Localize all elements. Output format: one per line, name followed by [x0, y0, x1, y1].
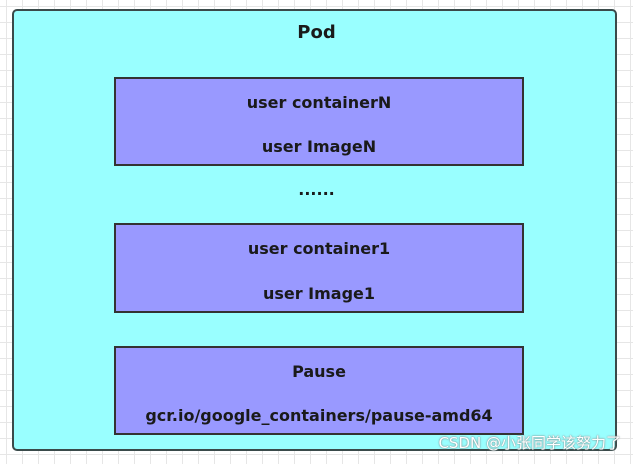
- user-container-n-box: user containerN user ImageN: [114, 77, 524, 166]
- user-container-1-box: user container1 user Image1: [114, 223, 524, 313]
- user-container-n-image: user ImageN: [261, 137, 377, 156]
- user-container-1-name: user container1: [247, 239, 391, 258]
- pause-container-name: Pause: [292, 362, 346, 381]
- pause-container-image: gcr.io/google_containers/pause-amd64: [145, 406, 493, 425]
- watermark: CSDN @小张同学该努力了: [438, 434, 621, 452]
- user-container-n-name: user containerN: [246, 93, 392, 112]
- user-container-1-image: user Image1: [262, 284, 376, 303]
- pause-container-box: Pause gcr.io/google_containers/pause-amd…: [114, 346, 524, 435]
- ellipsis: ......: [298, 180, 335, 199]
- pod-title: Pod: [297, 22, 336, 43]
